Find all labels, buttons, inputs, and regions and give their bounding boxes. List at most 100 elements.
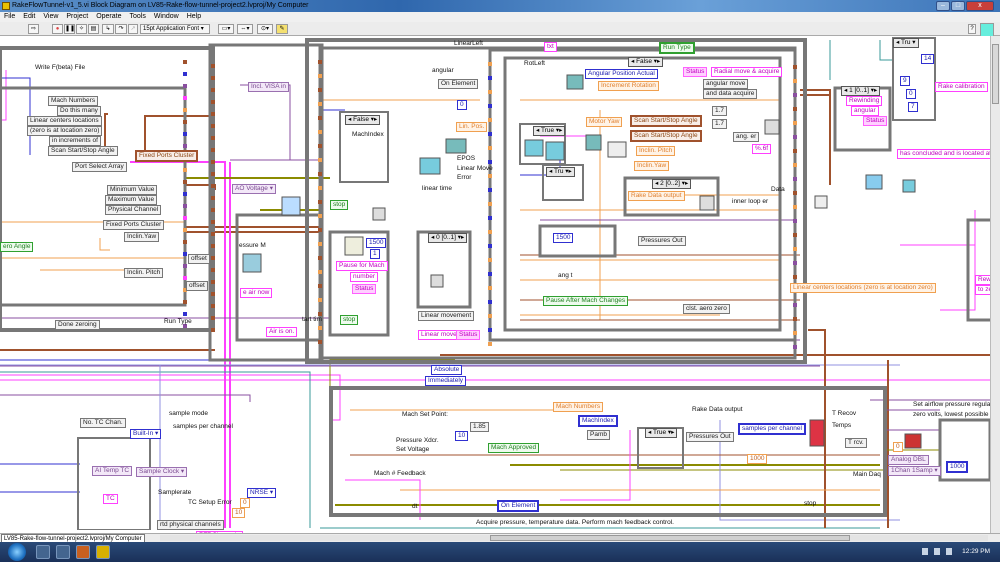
step-out-icon[interactable]: ↗ (128, 24, 138, 34)
label-1[interactable]: 1 (370, 249, 380, 259)
menu-view[interactable]: View (43, 13, 59, 20)
label-0-0-1[interactable]: ◂ 0 [0..1] ▾▸ (428, 233, 468, 243)
taskbar-labview-icon[interactable] (96, 545, 110, 559)
label-absolute[interactable]: Absolute (431, 365, 463, 375)
label-set-airflow-pressure-regulator: Set airflow pressure regulator (913, 401, 990, 408)
tunnel (211, 172, 215, 176)
label-tru[interactable]: ◂ Tru ▾▸ (546, 167, 575, 177)
label-10[interactable]: 10 (232, 508, 246, 518)
label-pause-after-mach-changes[interactable]: Pause After Mach Changes (543, 296, 629, 306)
tunnel (793, 247, 797, 251)
menu-edit[interactable]: Edit (23, 13, 36, 20)
label-0[interactable]: 0 (906, 89, 916, 99)
taskbar-explorer-icon[interactable] (36, 545, 50, 559)
label-built-in[interactable]: Built-In ▾ (130, 429, 162, 439)
align-icon[interactable]: ▭▾ (218, 24, 234, 34)
menu-project[interactable]: Project (66, 13, 89, 20)
label-immediately[interactable]: Immediately (425, 376, 467, 386)
menu-help[interactable]: Help (186, 13, 202, 20)
label-0[interactable]: 0 (457, 100, 467, 110)
help-icon[interactable]: ? (968, 24, 976, 34)
tray-flag-icon[interactable] (934, 548, 940, 555)
label-1500[interactable]: 1500 (366, 238, 387, 248)
label-ero-angle[interactable]: ero Angle (0, 242, 34, 252)
label-1000[interactable]: 1000 (747, 454, 768, 464)
label-10[interactable]: 10 (455, 431, 469, 441)
label-increment-rotation[interactable]: Increment Rotation (598, 81, 659, 91)
label-2-0-2[interactable]: ◂ 2 [0..2] ▾▸ (652, 179, 692, 189)
label-stop[interactable]: stop (330, 200, 349, 210)
menu-tools[interactable]: Tools (129, 13, 146, 20)
label-angular-position-actual[interactable]: Angular Position Actual (585, 69, 658, 79)
tunnel (183, 240, 187, 244)
horizontal-scrollbar[interactable] (160, 535, 988, 541)
label-7[interactable]: 7 (908, 102, 918, 112)
label-0[interactable]: 0 (240, 498, 250, 508)
label-machindex[interactable]: MachIndex (578, 415, 618, 427)
taskbar-firefox-icon[interactable] (76, 545, 90, 559)
horizontal-scroll-thumb[interactable] (490, 535, 850, 541)
close-button[interactable]: x (966, 1, 994, 11)
label-mach-numbers[interactable]: Mach Numbers (553, 402, 604, 412)
taskbar-library-icon[interactable] (56, 545, 70, 559)
label-status: Status (863, 116, 888, 126)
tunnel (211, 316, 215, 320)
label-on-element[interactable]: On Element (497, 500, 540, 512)
label-false[interactable]: ◂ False ▾▸ (345, 115, 381, 125)
minimize-button[interactable]: – (936, 1, 950, 11)
label-1500[interactable]: 1500 (553, 233, 574, 243)
menu-file[interactable]: File (4, 13, 16, 20)
vertical-scroll-thumb[interactable] (992, 44, 999, 104)
step-into-icon[interactable]: ↳ (102, 24, 114, 34)
label-inclin-pitch[interactable]: Inclin. Pitch (636, 146, 676, 156)
label-epos: EPOS (457, 155, 476, 162)
label-rake-data-output[interactable]: Rake Data output (628, 191, 685, 201)
label-true[interactable]: ◂ True ▾▸ (645, 428, 678, 438)
tray-volume-icon[interactable] (922, 548, 928, 555)
tunnel (793, 191, 797, 195)
label-motor-yaw[interactable]: Motor Yaw (586, 117, 623, 127)
menu-window[interactable]: Window (153, 13, 179, 20)
label-samples-per-channel[interactable]: samples per channel (738, 423, 806, 435)
label-1000[interactable]: 1000 (946, 461, 969, 473)
taskbar-clock[interactable]: 12:29 PM (962, 548, 990, 555)
label-inclin-yaw[interactable]: Inclin.Yaw (634, 161, 670, 171)
tunnel (793, 121, 797, 125)
label-tru[interactable]: ◂ Tru ▾ (893, 38, 919, 48)
reorder-icon[interactable]: ⊙▾ (257, 24, 273, 34)
distribute-icon[interactable]: ⇔▾ (237, 24, 253, 34)
tunnel (793, 331, 797, 335)
label-pressures-out: Pressures Out (638, 236, 686, 246)
label-number: number (350, 272, 379, 282)
label-nrse[interactable]: NRSE ▾ (247, 488, 277, 498)
run-arrow-icon[interactable]: ⇨ (28, 24, 39, 34)
label-14[interactable]: 14 (921, 54, 935, 64)
label-0[interactable]: 0 (893, 442, 903, 452)
tunnel (211, 160, 215, 164)
tunnel (488, 174, 492, 178)
menu-operate[interactable]: Operate (96, 13, 122, 20)
label-stop[interactable]: stop (340, 315, 359, 325)
cleanup-icon[interactable]: ✎ (276, 24, 288, 34)
label-9[interactable]: 9 (900, 76, 910, 86)
label-linear-centers-locations-zero-is-at-location-zero[interactable]: Linear centers locations (zero is at loc… (790, 283, 936, 293)
start-button[interactable] (8, 543, 26, 561)
label-lin-pos[interactable]: Lin. Pos. (456, 122, 488, 132)
pause-icon[interactable]: ❚❚ (64, 24, 76, 34)
tray-network-icon[interactable] (946, 548, 952, 555)
abort-icon[interactable]: ● (52, 24, 63, 34)
vertical-scrollbar[interactable] (990, 36, 1000, 533)
tunnel (211, 280, 215, 284)
label-mach-approved[interactable]: Mach Approved (488, 443, 540, 453)
step-over-icon[interactable]: ↷ (115, 24, 127, 34)
font-select[interactable]: 15pt Application Font ▾ (140, 24, 210, 34)
label-false[interactable]: ◂ False ▾▸ (628, 57, 664, 67)
label-1-0-1[interactable]: ◂ 1 [0..1] ▾▸ (841, 86, 881, 96)
label-done-zeroing: Done zeroing (55, 320, 100, 330)
label-true[interactable]: ◂ True ▾▸ (533, 126, 566, 136)
maximize-button[interactable]: □ (951, 1, 965, 11)
retain-wire-icon[interactable]: ▤ (88, 24, 99, 34)
highlight-bulb-icon[interactable]: ✧ (76, 24, 87, 34)
label-run-type[interactable]: Run Type (659, 42, 695, 54)
